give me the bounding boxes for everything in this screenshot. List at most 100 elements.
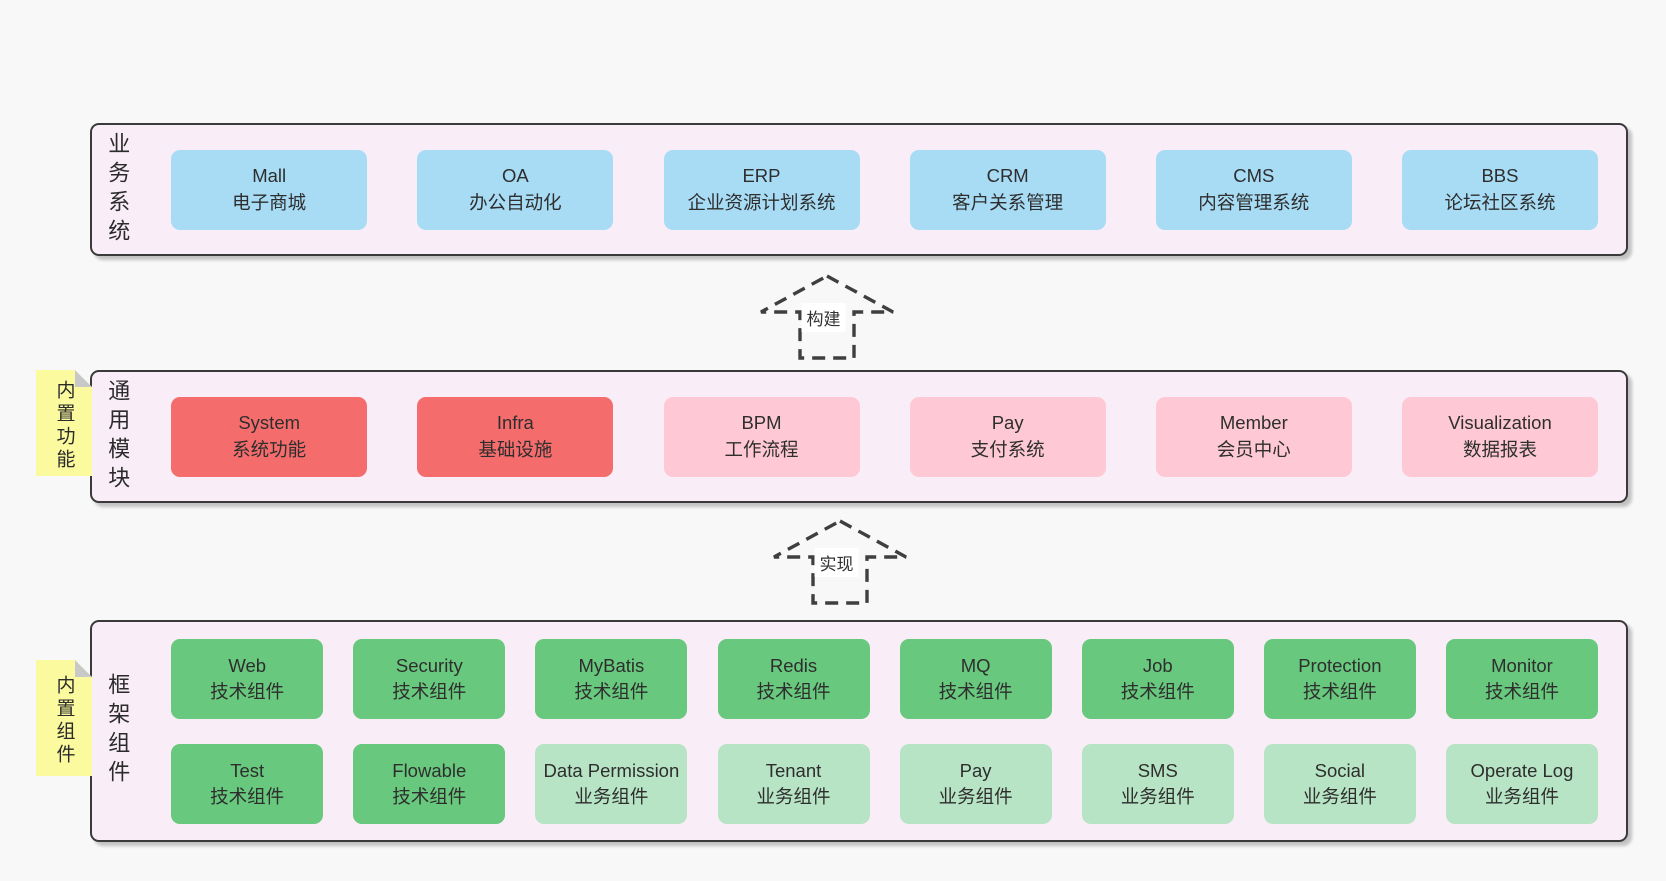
box-subtitle: 业务组件 — [1302, 785, 1377, 807]
box-title: BPM — [741, 411, 782, 433]
box-title: Pay — [959, 759, 992, 781]
box-title: Mall — [252, 164, 287, 186]
box-title: MQ — [960, 654, 991, 676]
box-title: OA — [501, 164, 529, 186]
band-business-systems: 业务系统 Mall 电子商城 OA 办公自动化 ERP 企业资源计划系统 CRM… — [90, 123, 1628, 256]
band-framework-content: Web 技术组件 Security 技术组件 MyBatis 技术组件 Redi… — [139, 622, 1626, 840]
box-bbs: BBS 论坛社区系统 — [1401, 149, 1598, 230]
box-subtitle: 技术组件 — [1120, 680, 1195, 702]
box-title: MyBatis — [578, 654, 645, 676]
box-pay-component: Pay 业务组件 — [899, 743, 1052, 824]
box-subtitle: 论坛社区系统 — [1444, 191, 1556, 213]
box-title: Flowable — [392, 759, 467, 781]
arrow-implement-label: 实现 — [814, 547, 859, 577]
box-pay: Pay 支付系统 — [909, 396, 1106, 477]
box-subtitle: 技术组件 — [210, 785, 285, 807]
box-subtitle: 技术组件 — [574, 680, 649, 702]
box-title: Data Permission — [543, 759, 680, 781]
box-title: CRM — [986, 164, 1029, 186]
box-subtitle: 业务组件 — [574, 785, 649, 807]
band-row: Mall 电子商城 OA 办公自动化 ERP 企业资源计划系统 CRM 客户关系… — [171, 149, 1598, 230]
box-subtitle: 系统功能 — [232, 438, 307, 460]
arrow-build-label: 构建 — [801, 302, 846, 332]
sticky-note-label: 内置组件 — [53, 675, 75, 767]
box-title: Job — [1142, 654, 1173, 676]
band-row: Test 技术组件 Flowable 技术组件 Data Permission … — [171, 743, 1598, 824]
box-crm: CRM 客户关系管理 — [909, 149, 1106, 230]
box-subtitle: 技术组件 — [938, 680, 1013, 702]
box-subtitle: 业务组件 — [1484, 785, 1559, 807]
band-row: Web 技术组件 Security 技术组件 MyBatis 技术组件 Redi… — [171, 638, 1598, 719]
box-infra: Infra 基础设施 — [417, 396, 614, 477]
band-modules-content: System 系统功能 Infra 基础设施 BPM 工作流程 Pay 支付系统… — [139, 372, 1626, 501]
box-flowable: Flowable 技术组件 — [353, 743, 506, 824]
box-subtitle: 技术组件 — [1484, 680, 1559, 702]
box-subtitle: 技术组件 — [210, 680, 285, 702]
arrow-build: 构建 — [757, 272, 897, 362]
band-business-content: Mall 电子商城 OA 办公自动化 ERP 企业资源计划系统 CRM 客户关系… — [139, 125, 1626, 254]
box-system: System 系统功能 — [171, 396, 368, 477]
box-subtitle: 工作流程 — [724, 438, 799, 460]
box-title: ERP — [742, 164, 781, 186]
box-oa: OA 办公自动化 — [417, 149, 614, 230]
box-subtitle: 办公自动化 — [469, 191, 562, 213]
box-mybatis: MyBatis 技术组件 — [535, 638, 688, 719]
box-subtitle: 客户关系管理 — [952, 191, 1064, 213]
box-title: Protection — [1298, 654, 1382, 676]
arrow-implement: 实现 — [770, 517, 910, 607]
box-mq: MQ 技术组件 — [899, 638, 1052, 719]
box-title: Social — [1314, 759, 1366, 781]
box-monitor: Monitor 技术组件 — [1445, 638, 1598, 719]
box-title: Test — [230, 759, 265, 781]
box-title: Infra — [496, 411, 534, 433]
box-data-permission: Data Permission 业务组件 — [535, 743, 688, 824]
box-redis: Redis 技术组件 — [717, 638, 870, 719]
box-subtitle: 内容管理系统 — [1198, 191, 1310, 213]
band-label-business-systems: 业务系统 — [105, 131, 131, 248]
box-title: System — [238, 411, 301, 433]
sticky-note-built-in-components: 内置组件 — [36, 660, 92, 776]
box-title: Web — [228, 654, 267, 676]
box-subtitle: 数据报表 — [1462, 438, 1537, 460]
box-security: Security 技术组件 — [353, 638, 506, 719]
box-title: Operate Log — [1470, 759, 1574, 781]
band-label-common-modules: 通用模块 — [105, 378, 131, 495]
box-protection: Protection 技术组件 — [1263, 638, 1416, 719]
box-title: Monitor — [1491, 654, 1553, 676]
box-title: Tenant — [765, 759, 822, 781]
band-row: System 系统功能 Infra 基础设施 BPM 工作流程 Pay 支付系统… — [171, 396, 1598, 477]
box-subtitle: 业务组件 — [938, 785, 1013, 807]
box-visualization: Visualization 数据报表 — [1401, 396, 1598, 477]
box-subtitle: 技术组件 — [392, 680, 467, 702]
box-title: Pay — [991, 411, 1024, 433]
box-title: Member — [1219, 411, 1288, 433]
box-title: Visualization — [1448, 411, 1552, 433]
box-subtitle: 技术组件 — [756, 680, 831, 702]
box-subtitle: 电子商城 — [232, 191, 307, 213]
box-title: Redis — [769, 654, 818, 676]
box-social: Social 业务组件 — [1263, 743, 1416, 824]
box-subtitle: 基础设施 — [478, 438, 553, 460]
box-subtitle: 会员中心 — [1216, 438, 1291, 460]
box-subtitle: 支付系统 — [970, 438, 1045, 460]
band-framework-components: 框架组件 Web 技术组件 Security 技术组件 MyBatis 技术组件… — [90, 620, 1628, 842]
box-job: Job 技术组件 — [1081, 638, 1234, 719]
box-subtitle: 技术组件 — [1302, 680, 1377, 702]
sticky-note-label: 内置功能 — [53, 380, 75, 472]
box-operate-log: Operate Log 业务组件 — [1445, 743, 1598, 824]
box-tenant: Tenant 业务组件 — [717, 743, 870, 824]
box-subtitle: 业务组件 — [756, 785, 831, 807]
box-mall: Mall 电子商城 — [171, 149, 368, 230]
band-label-framework-components: 框架组件 — [105, 673, 131, 789]
box-subtitle: 企业资源计划系统 — [687, 191, 836, 213]
box-bpm: BPM 工作流程 — [663, 396, 860, 477]
box-subtitle: 业务组件 — [1120, 785, 1195, 807]
box-cms: CMS 内容管理系统 — [1155, 149, 1352, 230]
box-test: Test 技术组件 — [171, 743, 324, 824]
sticky-note-built-in-features: 内置功能 — [36, 370, 92, 476]
box-sms: SMS 业务组件 — [1081, 743, 1234, 824]
box-title: CMS — [1233, 164, 1275, 186]
band-common-modules: 通用模块 System 系统功能 Infra 基础设施 BPM 工作流程 Pay… — [90, 370, 1628, 503]
box-erp: ERP 企业资源计划系统 — [663, 149, 860, 230]
